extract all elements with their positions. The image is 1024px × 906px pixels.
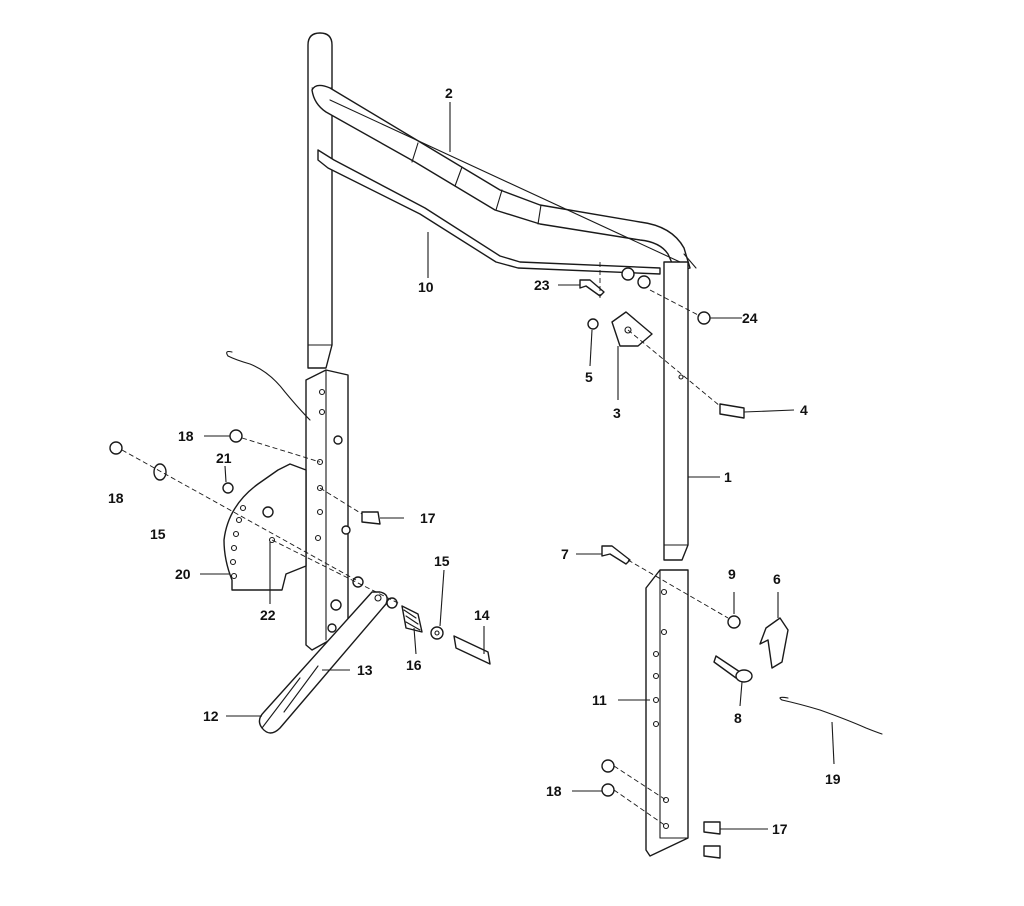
callout-9: 9 xyxy=(728,566,736,582)
adjustment-lever xyxy=(258,591,388,734)
callout-18a: 18 xyxy=(178,428,194,444)
right-hardware xyxy=(579,262,883,859)
callout-18b: 18 xyxy=(108,490,124,506)
callout-14: 14 xyxy=(474,607,490,623)
callout-6: 6 xyxy=(773,571,781,587)
callout-4: 4 xyxy=(800,402,808,418)
callout-3: 3 xyxy=(613,405,621,421)
left-upright-tube xyxy=(307,32,333,369)
callout-20: 20 xyxy=(175,566,191,582)
spring-assembly xyxy=(352,576,491,665)
callout-13: 13 xyxy=(357,662,373,678)
callout-12: 12 xyxy=(203,708,219,724)
callout-5: 5 xyxy=(585,369,593,385)
callout-17b: 17 xyxy=(772,821,788,837)
callout-15b: 15 xyxy=(434,553,450,569)
callout-23: 23 xyxy=(534,277,550,293)
callout-17a: 17 xyxy=(420,510,436,526)
callout-1: 1 xyxy=(724,469,732,485)
height-adjustment-plate xyxy=(223,463,307,591)
callout-21: 21 xyxy=(216,450,232,466)
callout-19: 19 xyxy=(825,771,841,787)
callout-labels: 1 2 3 4 5 6 7 8 9 10 11 12 13 14 15 15 1… xyxy=(108,85,841,837)
leader-lines xyxy=(200,102,835,830)
callout-2: 2 xyxy=(445,85,453,101)
callout-22: 22 xyxy=(260,607,276,623)
callout-16: 16 xyxy=(406,657,422,673)
callout-7: 7 xyxy=(561,546,569,562)
callout-10: 10 xyxy=(418,279,434,295)
left-hardware xyxy=(109,429,401,605)
lower-cross-bar xyxy=(317,149,661,275)
callout-18c: 18 xyxy=(546,783,562,799)
right-lower-bracket xyxy=(645,569,689,857)
left-lower-bracket xyxy=(305,369,351,651)
callout-11: 11 xyxy=(592,692,607,708)
callout-24: 24 xyxy=(742,310,758,326)
callout-15a: 15 xyxy=(150,526,166,542)
callout-8: 8 xyxy=(734,710,742,726)
left-cable xyxy=(226,350,311,421)
right-upright-tube xyxy=(663,261,689,561)
